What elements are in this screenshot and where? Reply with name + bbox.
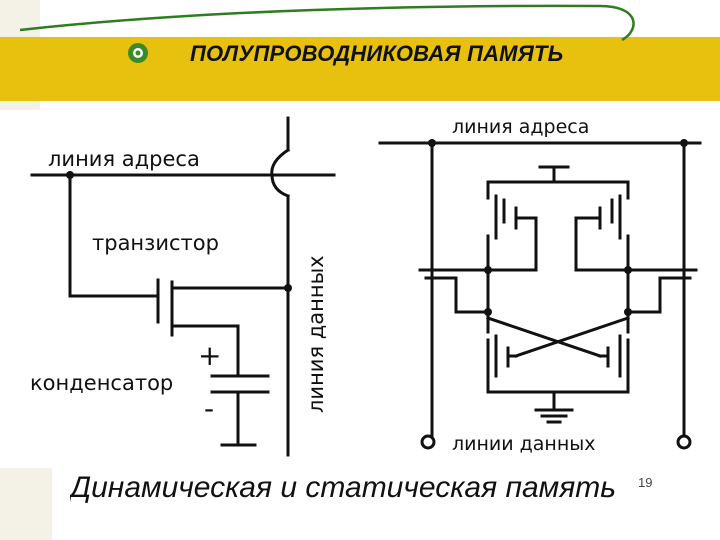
sram-data-lines-label: линии данных xyxy=(452,433,596,455)
dram-cell xyxy=(30,116,336,457)
junction-dot xyxy=(284,284,292,292)
junction-dot xyxy=(66,171,74,179)
sram-cell xyxy=(378,141,702,440)
data-terminal xyxy=(676,434,692,450)
data-terminal xyxy=(420,434,436,450)
decorative-pattern-bottom-left xyxy=(0,468,52,540)
minus-sign: - xyxy=(204,392,214,425)
junction-dot xyxy=(428,139,436,147)
slide-caption: Динамическая и статическая память xyxy=(70,471,617,504)
junction-dot xyxy=(484,308,492,316)
slide-title: ПОЛУПРОВОДНИКОВАЯ ПАМЯТЬ xyxy=(190,41,564,66)
junction-dot xyxy=(680,139,688,147)
plus-sign: + xyxy=(198,339,221,372)
bullet-icon xyxy=(128,43,148,63)
page-number: 19 xyxy=(638,475,653,490)
data-line-label: линия данных xyxy=(304,255,328,413)
junction-dot xyxy=(624,308,632,316)
capacitor-label: конденсатор xyxy=(30,371,173,395)
decorative-curve xyxy=(19,4,635,42)
junction-dot xyxy=(624,266,632,274)
sram-address-line-label: линия адреса xyxy=(452,116,589,138)
dram-address-line-label: линия адреса xyxy=(48,147,200,171)
transistor-label: транзистор xyxy=(92,231,219,255)
junction-dot xyxy=(484,266,492,274)
title-band xyxy=(0,37,720,101)
